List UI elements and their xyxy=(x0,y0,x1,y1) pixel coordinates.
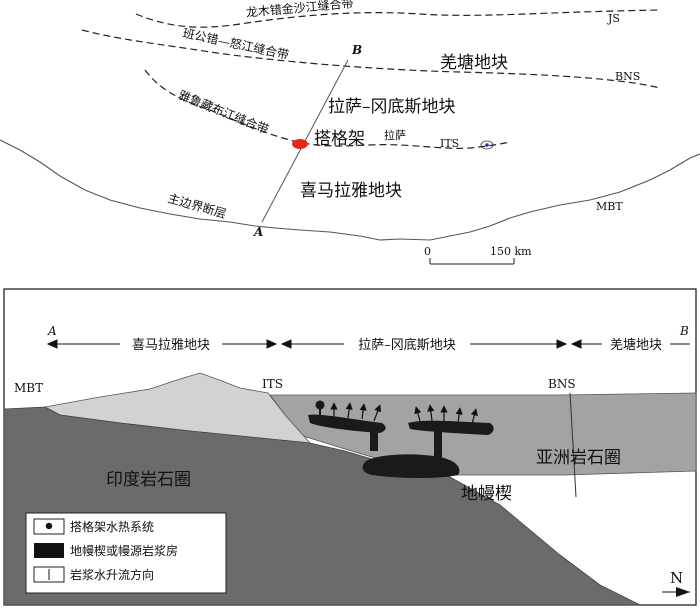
block-span-arrows xyxy=(46,339,690,349)
cross-section: A B 喜马拉雅地块 拉萨–冈底斯地块 羌塘地块 MBT ITS BNS 亚洲岩… xyxy=(3,288,697,606)
magma-chamber-swatch-icon xyxy=(34,543,64,558)
its-code-label: ITS xyxy=(440,137,459,150)
tagejia-label: 搭格架 xyxy=(314,129,365,149)
bns-boundary-label: BNS xyxy=(548,377,576,391)
mbt-boundary-label: MBT xyxy=(14,381,43,395)
js-suture-line xyxy=(135,9,661,28)
section-a-label: A xyxy=(47,324,57,338)
its-suture-label: 雅鲁藏布江缝合带 xyxy=(176,87,271,137)
legend-label-magma: 地幔楔或幔源岩浆房 xyxy=(70,543,178,558)
mbt-name-label: 主边界断层 xyxy=(166,190,228,221)
magma-chambers xyxy=(308,400,494,478)
magma-water-upflow-arrows xyxy=(330,402,478,425)
qiangtang-block-label: 羌塘地块 xyxy=(440,53,508,73)
legend-label-upflow: 岩浆水升流方向 xyxy=(70,567,154,582)
tectonic-map: 龙木错金沙江缝合带 JS 班公错—怒江缝合带 BNS 雅鲁藏布江缝合带 ITS … xyxy=(0,0,700,265)
bns-trace xyxy=(569,392,577,498)
its-boundary-label: ITS xyxy=(262,377,283,391)
lhasa-city-marker xyxy=(480,140,494,150)
himalaya-block-label: 喜马拉雅地块 xyxy=(300,181,402,201)
north-arrow-icon xyxy=(662,587,690,597)
bns-suture-label: 班公错—怒江缝合带 xyxy=(182,25,291,62)
himalaya-span-label: 喜马拉雅地块 xyxy=(132,338,210,353)
qiangtang-span-label: 羌塘地块 xyxy=(610,337,662,353)
legend: 搭格架水热系统 地幔楔或幔源岩浆房 岩浆水升流方向 xyxy=(25,512,227,594)
bns-suture-line xyxy=(81,29,661,89)
asian-lithosphere-label: 亚洲岩石圈 xyxy=(536,448,621,468)
its-suture-line xyxy=(144,69,511,149)
mantle-wedge-label: 地幔楔 xyxy=(461,484,512,504)
profile-b-label: B xyxy=(351,43,362,57)
profile-a-label: A xyxy=(253,225,263,239)
js-code-label: JS xyxy=(607,12,620,25)
mbt-code-label: MBT xyxy=(596,200,623,213)
mbt-boundary-line xyxy=(0,139,700,241)
lhasa-span-label: 拉萨–冈底斯地块 xyxy=(358,337,456,353)
north-label: N xyxy=(670,569,683,587)
scale-bar xyxy=(429,258,515,265)
scale-distance-label: 150 km xyxy=(490,245,532,258)
indian-lithosphere-label: 印度岩石圈 xyxy=(106,470,191,490)
section-b-label: B xyxy=(679,324,689,338)
bns-code-label: BNS xyxy=(615,70,640,83)
lhasa-city-label: 拉萨 xyxy=(384,128,406,142)
tagejia-marker xyxy=(292,139,308,149)
legend-label-hydrothermal: 搭格架水热系统 xyxy=(70,519,154,534)
scale-zero-label: 0 xyxy=(424,245,431,258)
hydrothermal-dot-icon xyxy=(45,522,53,530)
lhasa-block-label: 拉萨–冈底斯地块 xyxy=(328,97,456,117)
